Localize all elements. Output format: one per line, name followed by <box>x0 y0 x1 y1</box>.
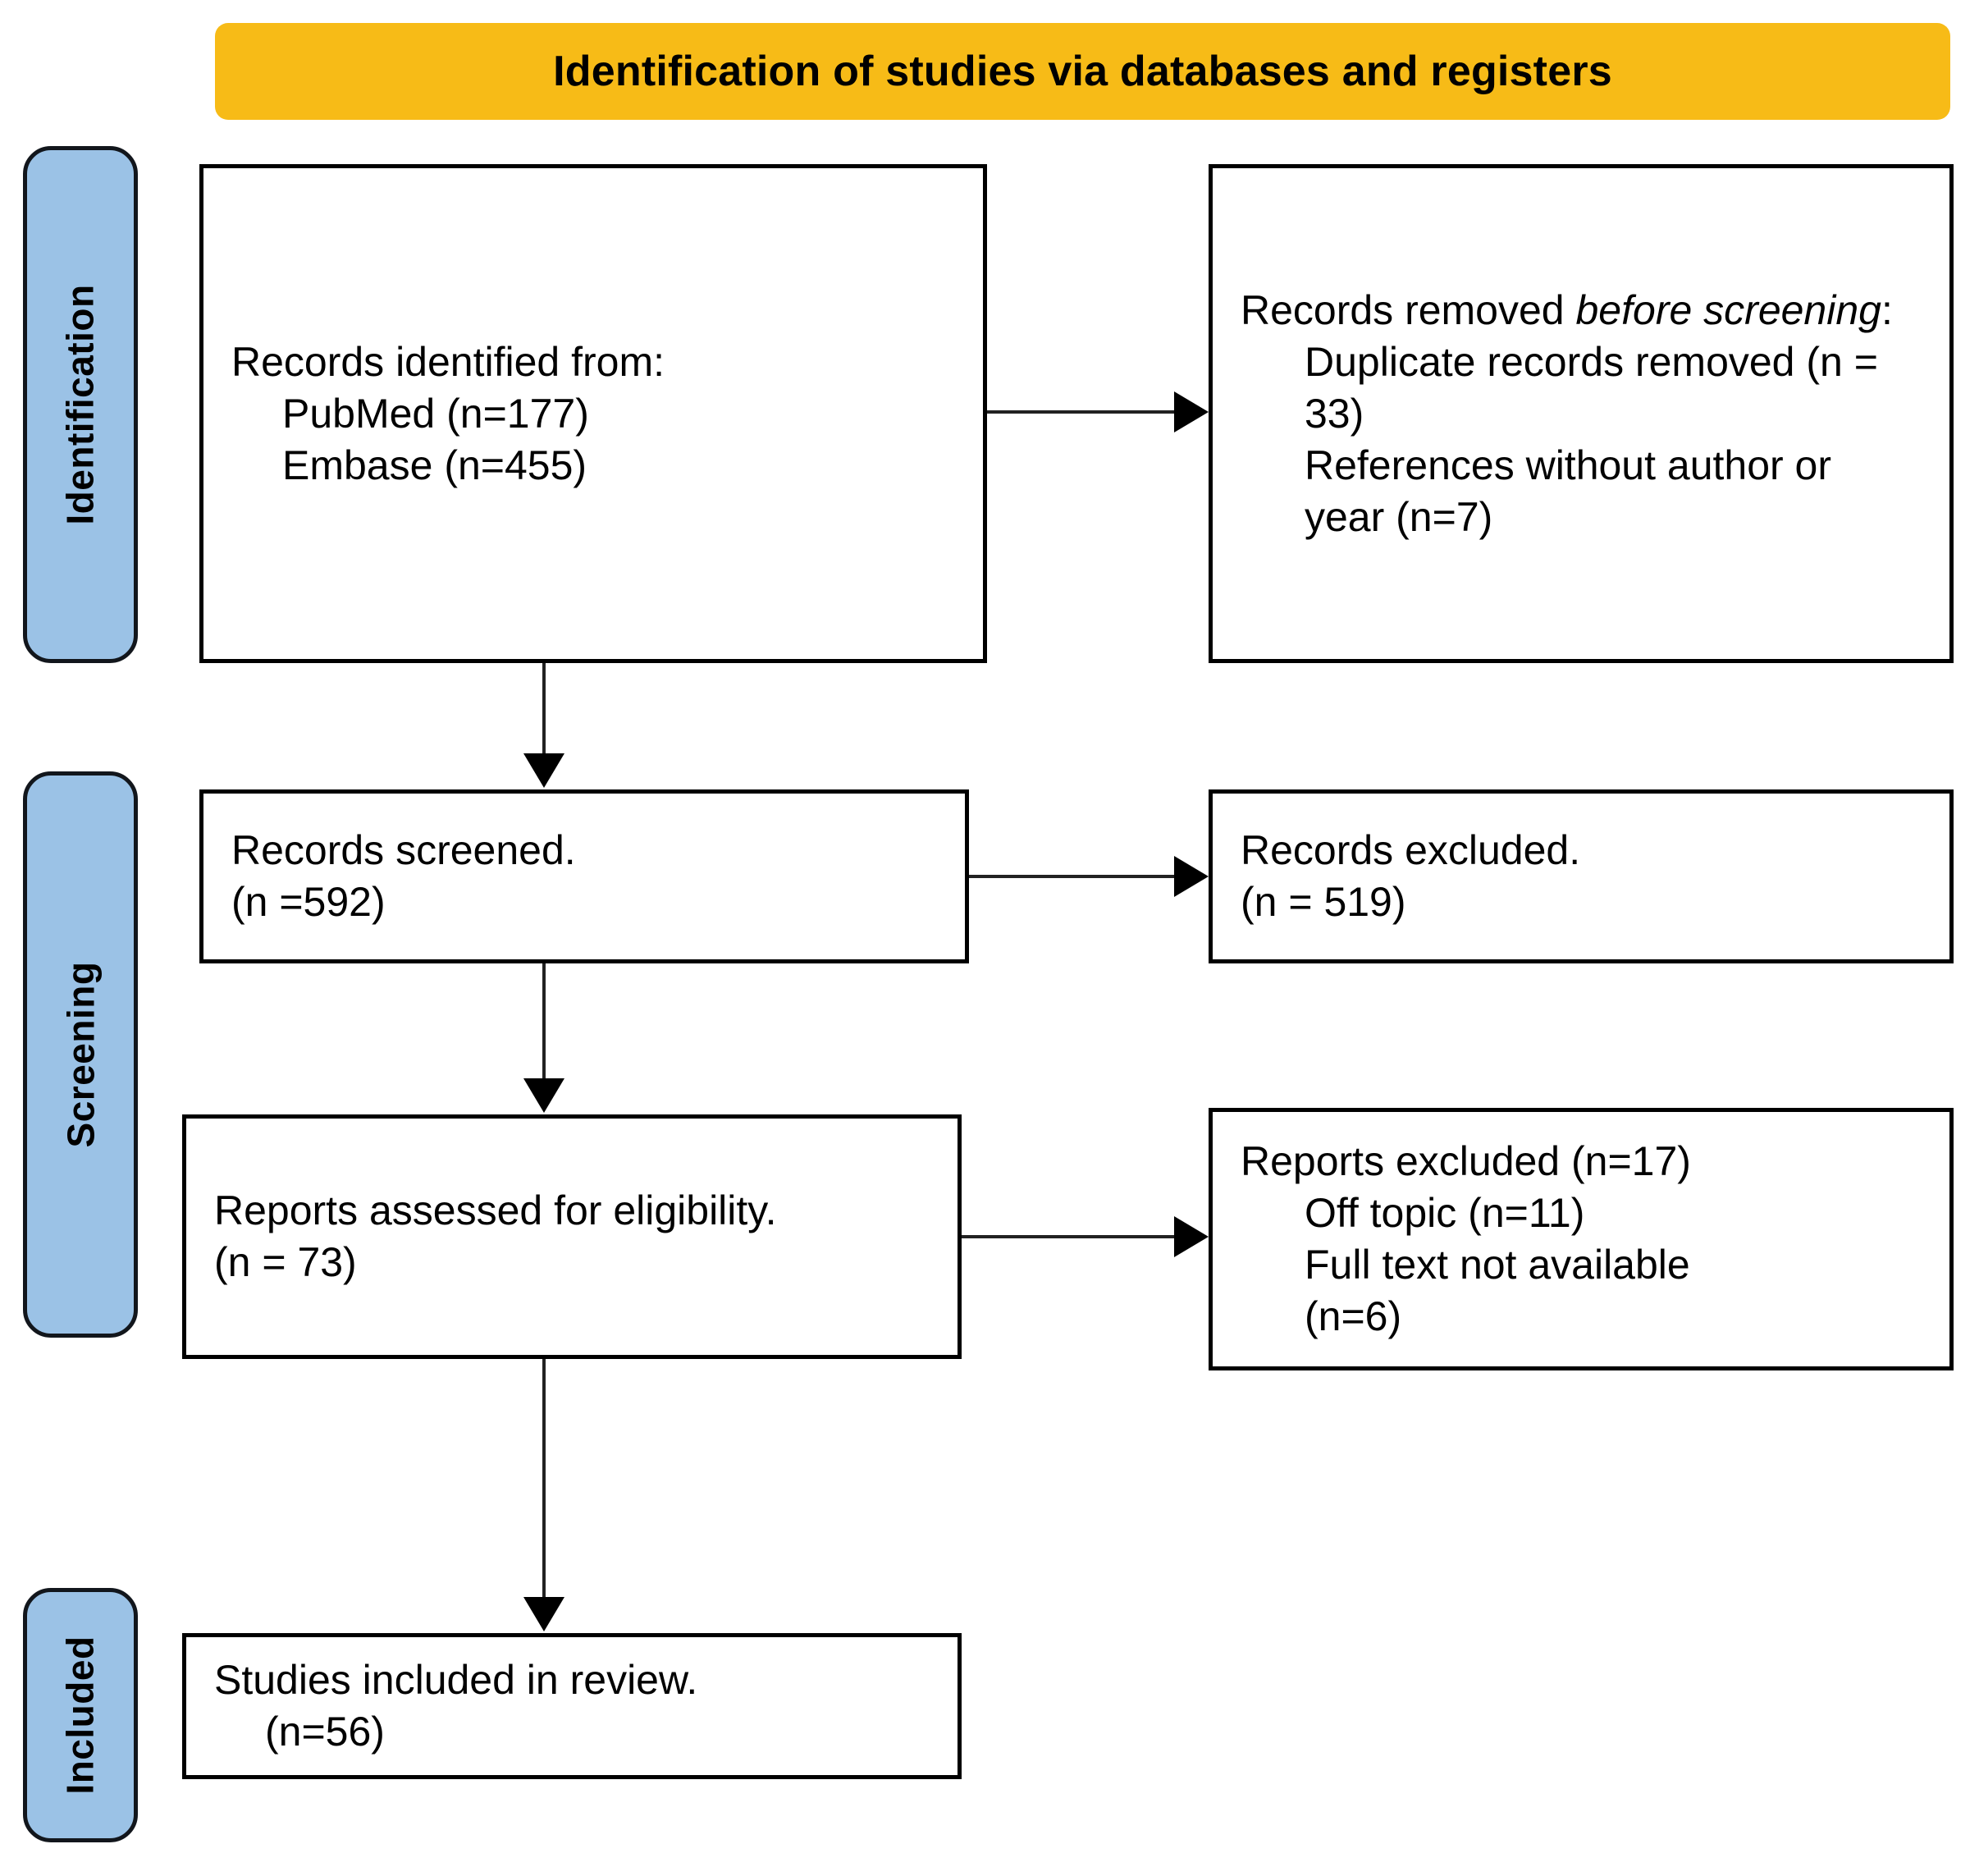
records-excluded-label: Records excluded. <box>1241 827 1581 873</box>
records-identified-embase: Embase (n=455) <box>282 442 587 488</box>
records-excluded-count: (n = 519) <box>1241 879 1406 925</box>
connector-line <box>987 410 1176 414</box>
box-records-screened: Records screened. (n =592) <box>199 789 969 963</box>
box-records-excluded: Records excluded. (n = 519) <box>1209 789 1954 963</box>
box-reports-assessed: Reports assessed for eligibility. (n = 7… <box>182 1114 962 1359</box>
box-reports-excluded: Reports excluded (n=17) Off topic (n=11)… <box>1209 1108 1954 1370</box>
phase-label-included: Included <box>23 1588 138 1842</box>
reports-assessed-label: Reports assessed for eligibility. <box>214 1187 777 1233</box>
reports-assessed-count: (n = 73) <box>214 1239 357 1285</box>
arrow-head-right-icon <box>1174 1216 1209 1257</box>
phase-label-screening-text: Screening <box>59 961 103 1148</box>
records-removed-heading-italic: before screening <box>1575 286 1881 333</box>
reports-excluded-no-fulltext: Full text not available <box>1305 1242 1690 1288</box>
records-removed-no-author: References without author or year (n=7) <box>1305 442 1832 540</box>
records-screened-label: Records screened. <box>231 827 576 873</box>
reports-excluded-no-fulltext-count: (n=6) <box>1305 1293 1402 1339</box>
studies-included-label: Studies included in review. <box>214 1657 698 1703</box>
phase-label-screening: Screening <box>23 771 138 1338</box>
arrow-head-right-icon <box>1174 856 1209 897</box>
records-identified-pubmed: PubMed (n=177) <box>282 390 589 437</box>
header-title: Identification of studies via databases … <box>553 48 1612 95</box>
phase-label-included-text: Included <box>59 1636 102 1795</box>
arrow-head-down-icon <box>523 1597 564 1631</box>
connector-line <box>969 875 1176 878</box>
records-removed-heading-suffix: : <box>1881 286 1893 333</box>
header-banner: Identification of studies via databases … <box>215 23 1950 120</box>
box-records-identified: Records identified from: PubMed (n=177) … <box>199 164 987 663</box>
connector-line <box>962 1235 1176 1238</box>
connector-line <box>542 663 546 755</box>
arrow-head-down-icon <box>523 753 564 788</box>
phase-label-identification: Identification <box>23 146 138 663</box>
connector-line <box>542 1359 546 1599</box>
records-identified-heading: Records identified from: <box>231 338 665 385</box>
box-records-removed: Records removed before screening: Duplic… <box>1209 164 1954 663</box>
studies-included-count: (n=56) <box>265 1709 385 1755</box>
reports-excluded-heading: Reports excluded (n=17) <box>1241 1138 1691 1184</box>
phase-label-identification-text: Identification <box>59 284 103 525</box>
box-studies-included: Studies included in review. (n=56) <box>182 1633 962 1779</box>
records-removed-heading: Records removed before screening: <box>1241 285 1922 336</box>
arrow-head-right-icon <box>1174 391 1209 432</box>
connector-line <box>542 963 546 1080</box>
records-removed-heading-prefix: Records removed <box>1241 286 1576 333</box>
records-removed-duplicates: Duplicate records removed (n = 33) <box>1305 338 1878 437</box>
records-screened-count: (n =592) <box>231 879 386 925</box>
arrow-head-down-icon <box>523 1078 564 1113</box>
reports-excluded-off-topic: Off topic (n=11) <box>1305 1190 1585 1236</box>
